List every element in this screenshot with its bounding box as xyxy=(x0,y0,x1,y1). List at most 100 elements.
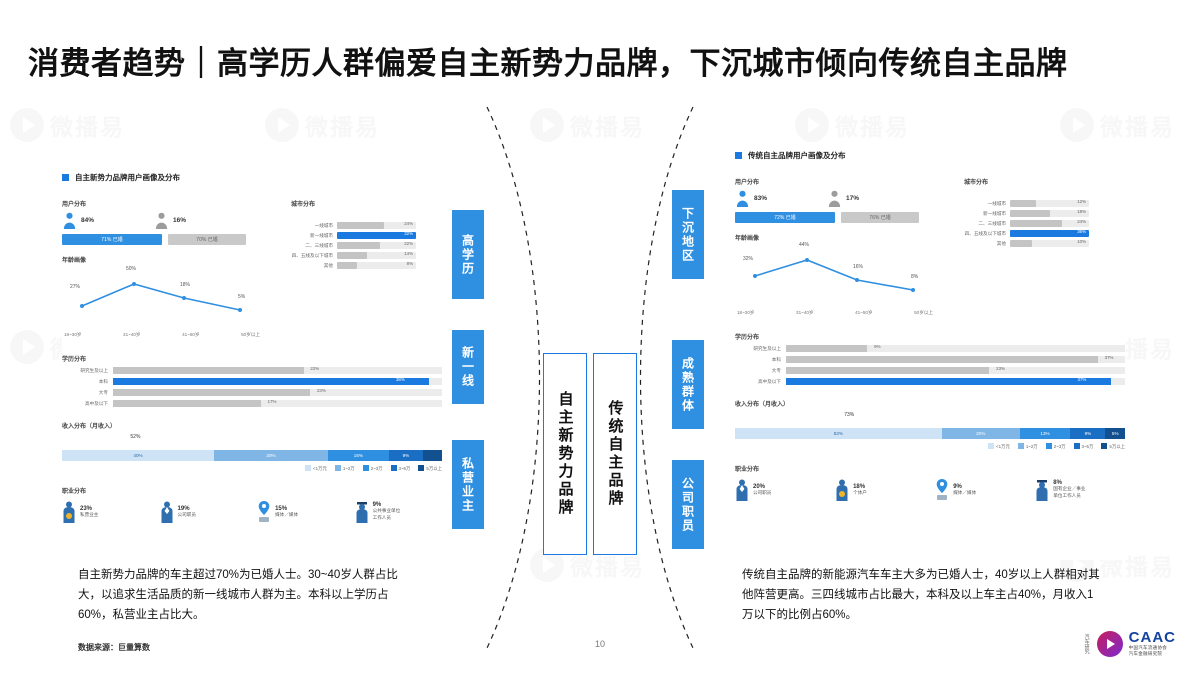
lens-card-left-text: 自主新势力品牌 xyxy=(556,391,574,517)
left-gender-male: 84% xyxy=(62,212,94,229)
occupation-pct: 15% xyxy=(275,505,288,512)
occupation-name: 公共事业单位 工作人员 xyxy=(372,508,401,520)
occupation-item: 9% 公共事业单位 工作人员 xyxy=(355,501,442,523)
left-gender-row: 84% 16% xyxy=(62,212,277,229)
education-value: 37% xyxy=(1104,355,1114,360)
money-person-icon xyxy=(836,479,848,501)
occupation-name: 公司职员 xyxy=(177,511,196,517)
city-value: 10% xyxy=(1077,239,1086,244)
source-note: 数据来源：巨量算数 xyxy=(78,643,150,652)
logo-sub-en: 中国汽车流通协会 xyxy=(1128,645,1168,650)
right-age-tick-0: 18~30岁 xyxy=(737,310,755,315)
tag-right-2-label: 公司职员 xyxy=(680,476,695,533)
city-name: 一线城市 xyxy=(314,222,333,228)
city-row: 四、五线及以下城市 14% xyxy=(291,251,416,259)
left-income-top-label: 52% xyxy=(130,434,141,440)
left-age-value-2: 18% xyxy=(180,282,191,288)
legend-label: 2~3万 xyxy=(370,466,383,471)
right-city-label: 城市分布 xyxy=(964,180,989,186)
occupation-item: 23% 私营业主 xyxy=(62,501,149,523)
education-value: 23% xyxy=(316,388,326,393)
education-name: 研究生及以上 xyxy=(753,345,781,351)
left-male-married-bar: 71% 已婚 xyxy=(62,234,162,245)
right-city-block: 城市分布 一线城市 12% 新一线城市 18% 二、三线城市 24% xyxy=(964,171,1089,316)
page-number: 10 xyxy=(594,639,605,649)
education-name: 本科 xyxy=(98,378,108,384)
city-name: 二、三线城市 xyxy=(978,220,1006,226)
legend-label: 3~5万 xyxy=(1081,444,1094,449)
watermark-text: 微播易 xyxy=(50,114,125,140)
location-person-icon xyxy=(936,479,948,500)
occupation-item: 9% 媒体／媒体 xyxy=(935,479,1025,501)
left-summary: 自主新势力品牌的车主超过70%为已婚人士。30~40岁人群占比大，以追求生活品质… xyxy=(78,569,398,622)
income-seg: 5% xyxy=(1105,428,1125,439)
tag-right-0: 下沉地区 xyxy=(672,190,704,279)
tag-right-0-label: 下沉地区 xyxy=(680,206,695,263)
education-row: 高中及以下 37% xyxy=(735,377,1125,385)
left-female-married-bar: 70% 已婚 xyxy=(168,234,246,245)
money-person-icon xyxy=(63,501,75,523)
left-age-value-1: 50% xyxy=(126,266,137,272)
education-value: 23% xyxy=(996,366,1005,371)
right-age-linechart: 32% 44% 16% 8% xyxy=(735,242,950,308)
left-age-tick-0: 18~30岁 xyxy=(64,332,82,337)
right-panel-title: 传统自主品牌用户画像及分布 xyxy=(748,151,846,160)
right-marital-bars: 72% 已婚 76% 已婚 xyxy=(735,212,950,223)
location-person-icon xyxy=(258,501,270,522)
left-age-tick-2: 41~50岁 xyxy=(182,332,200,337)
left-income-label: 收入分布（月收入） xyxy=(62,424,117,430)
right-age-value-2: 16% xyxy=(853,264,864,270)
city-name: 其他 xyxy=(323,262,333,268)
education-row: 大专 23% xyxy=(62,388,442,396)
income-seg: 53% xyxy=(735,428,942,439)
page-title: 消费者趋势｜高学历人群偏爱自主新势力品牌，下沉城市倾向传统自主品牌 xyxy=(28,46,1068,81)
right-summary: 传统自主品牌的新能源汽车车主大多为已婚人士，40岁以上人群相对其他阵营更高。三四… xyxy=(742,569,1100,622)
lens-card-left: 自主新势力品牌 xyxy=(543,353,587,555)
right-gender-female: 17% xyxy=(827,190,859,207)
city-name: 二、三线城市 xyxy=(305,242,333,248)
left-age-label: 年龄画像 xyxy=(62,258,87,264)
education-name: 大专 xyxy=(771,367,781,373)
income-seg: 16% xyxy=(328,450,389,461)
legend-label: 3~5万 xyxy=(398,466,411,471)
logo-side-text: 汽车研究 xyxy=(1083,633,1090,654)
legend-label: 5万以上 xyxy=(1109,444,1125,449)
bullet-square-icon xyxy=(735,152,742,159)
education-value: 9% xyxy=(874,344,881,349)
right-male-married-bar: 72% 已婚 xyxy=(735,212,835,223)
watermark-text: 微播易 xyxy=(305,114,380,140)
tag-left-2-label: 私营业主 xyxy=(460,456,475,513)
city-row: 二、三线城市 24% xyxy=(964,219,1089,227)
female-icon xyxy=(828,190,841,207)
left-age-linechart: 27% 50% 18% 5% xyxy=(62,266,277,330)
income-seg: 9% xyxy=(388,450,423,461)
occupation-pct: 9% xyxy=(372,502,382,509)
watermark-text: 微播易 xyxy=(1100,114,1175,140)
right-female-married-bar: 76% 已婚 xyxy=(841,212,919,223)
income-seg: 40% xyxy=(62,450,214,461)
left-income-legend: <1万元 1~2万 2~3万 3~5万 5万以上 xyxy=(62,465,442,472)
legend-label: 2~3万 xyxy=(1053,444,1066,449)
suit-person-icon xyxy=(736,479,748,501)
tag-left-1: 新一线 xyxy=(452,330,484,404)
legend-label: 1~2万 xyxy=(1025,444,1038,449)
tag-right-1-label: 成熟群体 xyxy=(680,356,695,413)
right-income-top-label: 73% xyxy=(844,412,855,418)
city-value: 32% xyxy=(404,231,413,236)
left-gender-label: 用户分布 xyxy=(62,202,87,208)
education-name: 研究生及以上 xyxy=(80,367,108,373)
right-male-pct: 83% xyxy=(754,195,768,202)
logo-sub-cn: 汽车金融研究院 xyxy=(1128,651,1163,656)
city-name: 四、五线及以下城市 xyxy=(291,252,333,258)
male-icon xyxy=(63,212,76,229)
left-marital-bars: 71% 已婚 70% 已婚 xyxy=(62,234,277,245)
city-value: 22% xyxy=(404,241,413,246)
city-value: 24% xyxy=(1077,219,1086,224)
right-gender-label: 用户分布 xyxy=(735,180,760,186)
city-name: 新一线城市 xyxy=(310,232,333,238)
watermark: 微播易 xyxy=(10,108,125,142)
city-value: 24% xyxy=(404,221,413,226)
education-name: 高中及以下 xyxy=(758,378,781,384)
right-age-tick-1: 31~40岁 xyxy=(796,310,814,315)
right-gender-male: 83% xyxy=(735,190,767,207)
